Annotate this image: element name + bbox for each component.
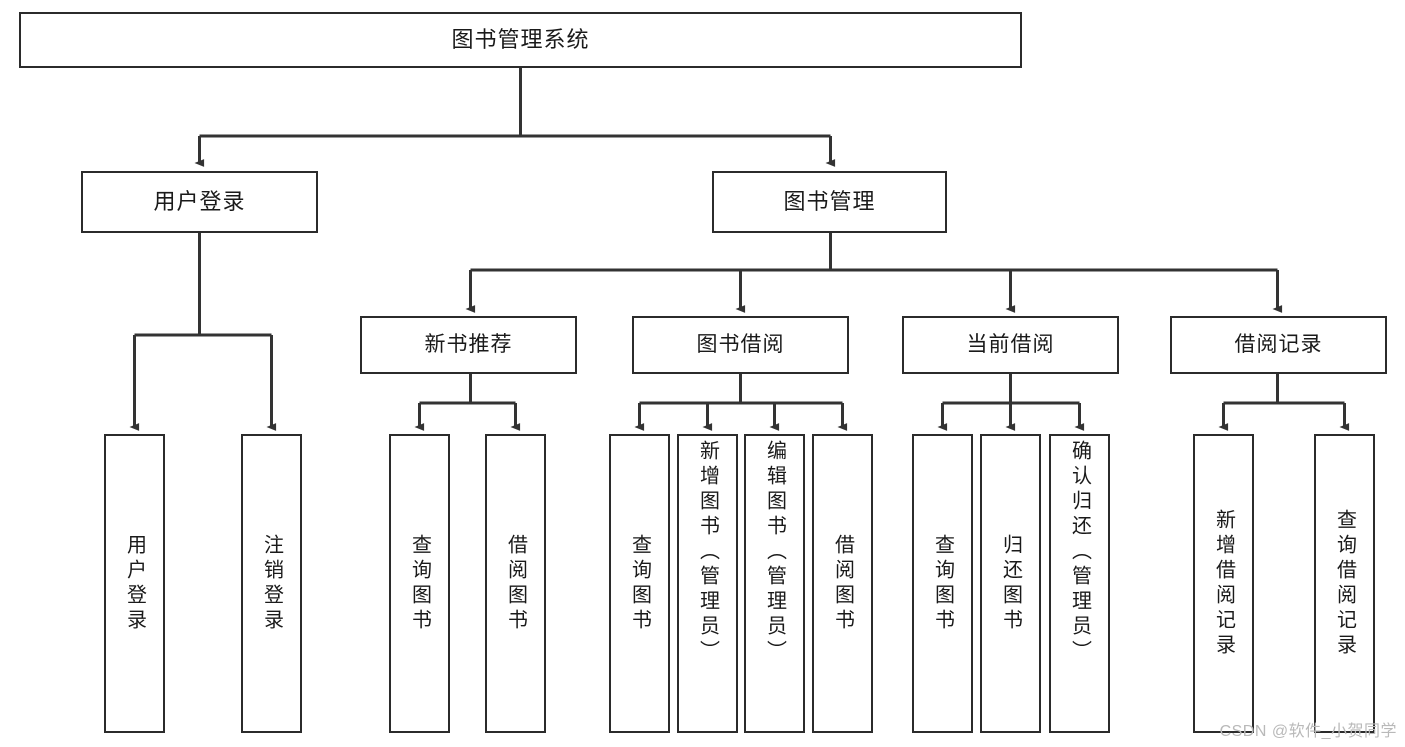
node-new-book-recommend[interactable]: 新书推荐 <box>360 316 577 374</box>
node-book-borrow[interactable]: 图书借阅 <box>632 316 849 374</box>
node-label: 新增借阅记录 <box>1212 508 1235 659</box>
node-label: 新增图书（管理员） <box>696 440 719 665</box>
node-label: 查询图书 <box>628 533 651 634</box>
leaf-record-add-borrow-record[interactable]: 新增借阅记录 <box>1193 434 1254 733</box>
leaf-new-book-borrow[interactable]: 借阅图书 <box>485 434 546 733</box>
node-label: 新书推荐 <box>424 332 513 356</box>
node-root-book-management-system[interactable]: 图书管理系统 <box>19 12 1022 68</box>
leaf-borrow-add-book-admin[interactable]: 新增图书（管理员） <box>677 434 738 733</box>
node-label: 借阅图书 <box>504 533 527 634</box>
node-book-management[interactable]: 图书管理 <box>712 171 947 233</box>
node-label: 借阅图书 <box>831 533 854 634</box>
node-borrow-record[interactable]: 借阅记录 <box>1170 316 1387 374</box>
node-label: 当前借阅 <box>966 332 1055 356</box>
leaf-record-query-borrow-record[interactable]: 查询借阅记录 <box>1314 434 1375 733</box>
node-label: 确认归还（管理员） <box>1068 440 1091 665</box>
leaf-user-login-signin[interactable]: 用户登录 <box>104 434 165 733</box>
node-label: 查询借阅记录 <box>1333 508 1356 659</box>
node-label: 图书借阅 <box>696 332 785 356</box>
node-label: 借阅记录 <box>1234 332 1323 356</box>
node-label: 编辑图书（管理员） <box>763 440 786 665</box>
node-label: 查询图书 <box>931 533 954 634</box>
leaf-borrow-edit-book-admin[interactable]: 编辑图书（管理员） <box>744 434 805 733</box>
watermark-text: CSDN @软件_小贺同学 <box>1219 723 1397 740</box>
leaf-new-book-query[interactable]: 查询图书 <box>389 434 450 733</box>
leaf-borrow-query-book[interactable]: 查询图书 <box>609 434 670 733</box>
node-label: 注销登录 <box>260 533 283 634</box>
node-label: 用户登录 <box>123 533 146 634</box>
leaf-current-confirm-return-admin[interactable]: 确认归还（管理员） <box>1049 434 1110 733</box>
node-user-login[interactable]: 用户登录 <box>81 171 318 233</box>
leaf-borrow-borrow-book[interactable]: 借阅图书 <box>812 434 873 733</box>
node-label: 归还图书 <box>999 533 1022 634</box>
node-label: 查询图书 <box>408 533 431 634</box>
node-label: 图书管理系统 <box>451 27 590 53</box>
leaf-user-login-signout[interactable]: 注销登录 <box>241 434 302 733</box>
leaf-current-query-book[interactable]: 查询图书 <box>912 434 973 733</box>
node-label: 图书管理 <box>783 189 876 215</box>
node-label: 用户登录 <box>153 189 246 215</box>
leaf-current-return-book[interactable]: 归还图书 <box>980 434 1041 733</box>
node-current-borrow[interactable]: 当前借阅 <box>902 316 1119 374</box>
